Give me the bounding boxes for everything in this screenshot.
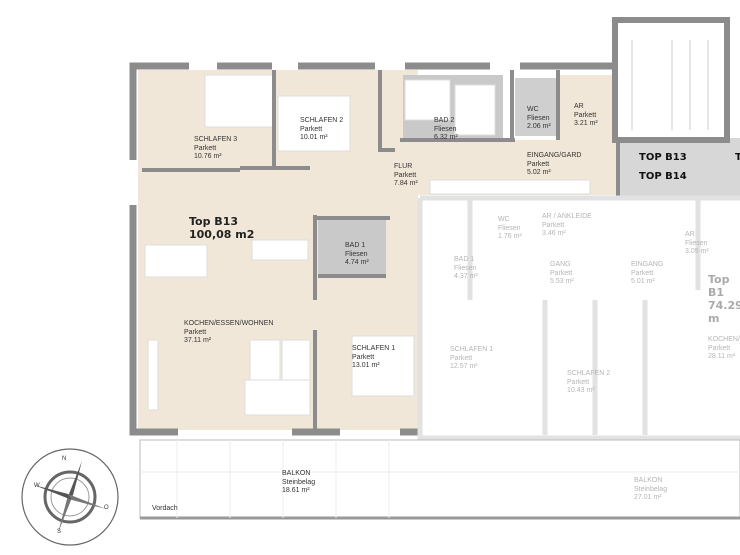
compass-w: W: [34, 483, 40, 489]
tag-top-b13: TOP B13: [639, 152, 687, 163]
tag-top-partial: T: [735, 152, 740, 163]
compass-n: N: [62, 456, 67, 462]
tile-bad1: [318, 218, 386, 274]
vordach-label: Vordach: [152, 505, 178, 512]
compass-o: O: [104, 505, 109, 511]
tile-wc: [515, 78, 557, 136]
compass-s: S: [57, 529, 62, 535]
floor-ar: [560, 75, 615, 140]
tag-top-b14: TOP B14: [639, 171, 687, 182]
corridor: [620, 138, 740, 198]
compass-rose-icon: [21, 448, 119, 546]
